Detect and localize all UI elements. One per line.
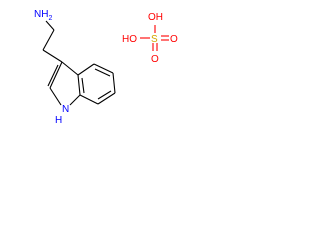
- amine-subscript-text: 2: [48, 15, 52, 22]
- bond-c7-c7a: [79, 94, 99, 105]
- molecule-structure-canvas: NH2 N H OH HO S O O: [34, 9, 178, 126]
- left-hydroxyl-text: HO: [122, 34, 137, 45]
- bond-c2-n1: [49, 87, 62, 106]
- sulfur-atom-text: S: [151, 34, 158, 45]
- bond-c4-c5: [93, 63, 114, 74]
- bond-n1-c7a: [69, 94, 81, 106]
- right-oxygen-text: O: [170, 34, 178, 45]
- amine-nh-text: NH: [34, 9, 48, 20]
- sulfuric-acid-labels: OH HO S O O: [122, 12, 178, 65]
- indole-nh-label: N H: [55, 104, 69, 126]
- bond-c6-c7-double: [97, 90, 112, 100]
- tryptamine-bonds: [42, 20, 116, 106]
- bond-c5-c6: [112, 72, 116, 94]
- amine-group-label: NH2: [34, 9, 52, 22]
- bond-c3-c2: [49, 61, 63, 89]
- bond-ch2-c3: [42, 49, 63, 63]
- indole-hydrogen-text: H: [55, 115, 62, 126]
- bond-c3-c3a: [61, 61, 79, 76]
- sulfuric-acid-bonds: [140, 25, 169, 51]
- bond-c3a-c7a-double: [81, 77, 85, 94]
- bond-c6-c7: [97, 92, 116, 105]
- top-hydroxyl-text: OH: [148, 12, 163, 23]
- bond-amine-ch2: [45, 20, 55, 31]
- bond-c3a-c4: [77, 63, 95, 76]
- indole-nitrogen-text: N: [62, 104, 69, 115]
- bond-c3-c2-double: [47, 64, 59, 87]
- bond-c4-c5-double: [94, 68, 111, 77]
- bond-c3a-c7a: [77, 74, 81, 96]
- bottom-oxygen-text: O: [151, 54, 159, 65]
- bond-ch2-ch2: [42, 29, 55, 51]
- svg-text:NH2: NH2: [34, 9, 52, 22]
